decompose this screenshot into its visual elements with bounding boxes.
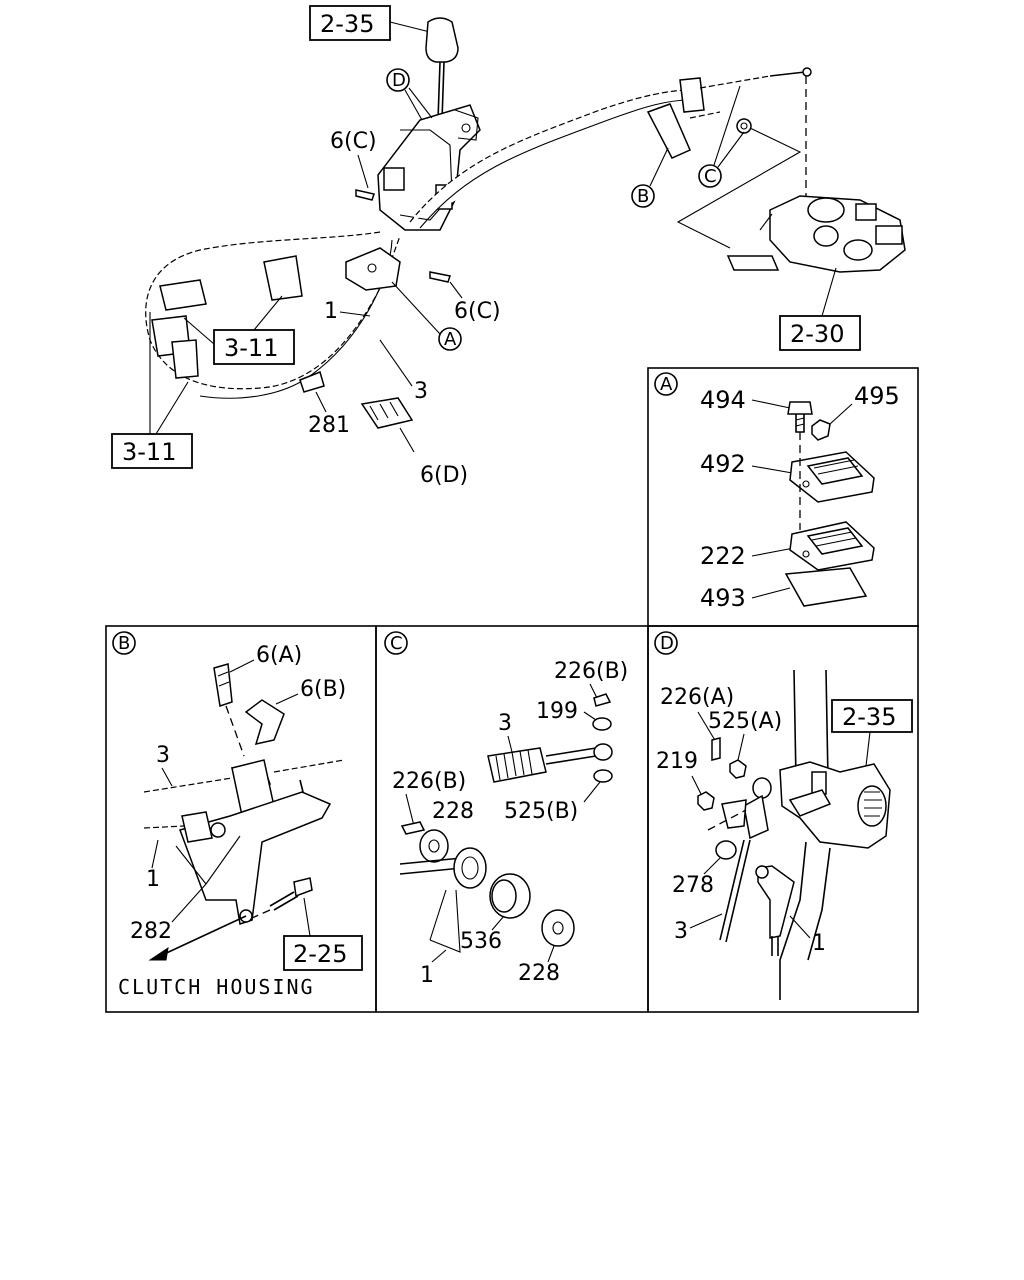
block-6d: 6(D): [360, 397, 468, 488]
label-clutch-housing: CLUTCH HOUSING: [118, 975, 315, 999]
label-6b: 6(B): [300, 677, 346, 702]
label-228-top: 228: [432, 799, 474, 824]
label-222: 222: [700, 542, 746, 570]
label-525b: 525(B): [504, 799, 578, 824]
ref-box-2-35-top: 2-35: [309, 5, 431, 41]
label-3-main: 3: [414, 379, 428, 404]
clip-6c-top: [355, 189, 375, 201]
svg-text:C: C: [704, 166, 717, 187]
svg-text:B: B: [118, 633, 130, 654]
label-1-d: 1: [812, 931, 826, 956]
cable-right: [409, 89, 691, 229]
label-495: 495: [854, 382, 900, 410]
label-1-c: 1: [420, 963, 434, 988]
svg-text:D: D: [392, 70, 406, 91]
main-assembly: 2-35 D 6(C): [111, 5, 906, 488]
label-226b-top: 226(B): [554, 659, 628, 684]
label-6c-mid: 6(C): [454, 299, 501, 324]
callout-b: B: [631, 147, 669, 208]
detail-c-panel: C 226(B) 199 3 525(B) 226(B) 228: [375, 625, 649, 1013]
label-3-c: 3: [498, 711, 512, 736]
ref-box-2-30: 2-30: [779, 267, 861, 351]
ref-box-3-11-b: 3-11: [111, 312, 193, 469]
label-199: 199: [536, 699, 578, 724]
label-536: 536: [460, 929, 502, 954]
label-228-bot: 228: [518, 961, 560, 986]
label-525a: 525(A): [708, 709, 782, 734]
svg-text:281: 281: [308, 413, 350, 438]
detail-d-panel: D 2-35 226(A) 525(A) 219: [647, 625, 919, 1013]
label-494: 494: [700, 386, 746, 414]
label-3-b: 3: [156, 743, 170, 768]
svg-text:B: B: [637, 186, 649, 207]
ref-3-11-b-text: 3-11: [122, 438, 176, 466]
label-493: 493: [700, 584, 746, 612]
label-226a: 226(A): [660, 685, 734, 710]
detail-a-panel: A 494 495 492 222 493: [647, 367, 919, 627]
svg-text:A: A: [660, 374, 673, 395]
shift-lever: [425, 17, 459, 121]
svg-text:C: C: [390, 633, 403, 654]
callout-d: D: [386, 68, 433, 121]
label-6c-top: 6(C): [330, 129, 377, 154]
svg-text:D: D: [660, 633, 674, 654]
clip-6c-mid: [429, 271, 451, 283]
label-282: 282: [130, 919, 172, 944]
clip-281: 281: [299, 370, 350, 438]
ref-2-30-text: 2-30: [790, 320, 844, 348]
svg-text:A: A: [444, 329, 457, 350]
label-278: 278: [672, 873, 714, 898]
svg-text:6(D): 6(D): [420, 463, 468, 488]
label-226b-left: 226(B): [392, 769, 466, 794]
label-219: 219: [656, 749, 698, 774]
ref-2-25-text: 2-25: [293, 940, 347, 968]
label-6a: 6(A): [256, 643, 302, 668]
label-1-main: 1: [324, 299, 338, 324]
cable-ends-right: [646, 67, 812, 159]
label-1-b: 1: [146, 867, 160, 892]
ref-2-35-d-text: 2-35: [842, 703, 896, 731]
label-3-d: 3: [674, 919, 688, 944]
callout-c: C: [698, 85, 745, 188]
ref-2-35-top-text: 2-35: [320, 10, 374, 38]
ref-3-11-a-text: 3-11: [224, 334, 278, 362]
brackets-left: [151, 255, 303, 379]
detail-b-panel: B 6(A) 6(B) 3 1 282: [105, 625, 377, 1013]
transmission-shift-unit: [726, 76, 906, 273]
ref-box-3-11-a: 3-11: [183, 295, 295, 365]
callout-a: A: [391, 281, 462, 351]
label-492: 492: [700, 450, 746, 478]
